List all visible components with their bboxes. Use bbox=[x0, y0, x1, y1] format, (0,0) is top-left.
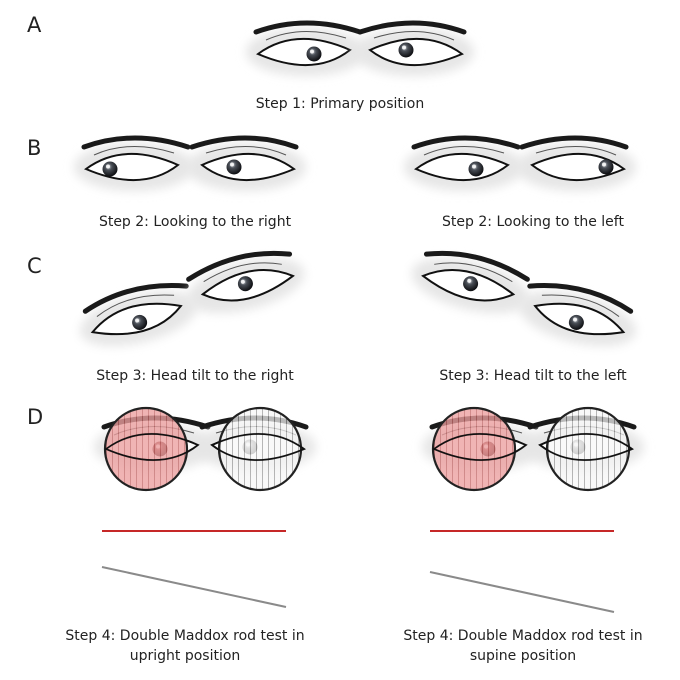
eye-right-of-patient bbox=[74, 135, 194, 191]
panel-letter-b: B bbox=[27, 136, 42, 160]
panel-letter-c: C bbox=[27, 254, 42, 278]
caption-step3-right: Step 3: Head tilt to the right bbox=[96, 368, 294, 384]
maddox-rod-white-lens bbox=[217, 406, 303, 492]
caption-step2-right: Step 2: Looking to the right bbox=[98, 214, 292, 230]
maddox-rod-supine bbox=[422, 406, 644, 492]
eye-left-of-patient bbox=[354, 20, 474, 76]
eye-left-of-patient bbox=[518, 283, 636, 346]
eye-right-of-patient bbox=[411, 250, 530, 314]
eye-pair-head-tilt-right bbox=[80, 250, 305, 346]
caption-step1: Step 1: Primary position bbox=[255, 96, 425, 112]
maddox-rod-red-lens bbox=[103, 406, 189, 492]
maddox-rod-white-lens bbox=[545, 406, 631, 492]
caption-step4-supine-line1: Step 4: Double Maddox rod test in bbox=[403, 628, 643, 644]
eye-pair-head-tilt-left bbox=[411, 250, 636, 346]
maddox-rod-red-lens bbox=[431, 406, 517, 492]
eye-pair-primary bbox=[246, 20, 474, 76]
eye-right-of-patient bbox=[404, 135, 524, 191]
eye-right-of-patient bbox=[246, 20, 366, 76]
eye-left-of-patient bbox=[186, 135, 306, 191]
eye-left-of-patient bbox=[516, 135, 636, 191]
caption-step4-upright-line2: upright position bbox=[129, 648, 241, 664]
eye-right-of-patient bbox=[80, 283, 198, 346]
maddox-rod-upright bbox=[94, 406, 316, 492]
eye-pair-looking-left bbox=[404, 135, 636, 191]
eye-left-of-patient bbox=[186, 250, 305, 314]
panel-letter-d: D bbox=[27, 405, 44, 429]
panel-letter-a: A bbox=[27, 13, 42, 37]
caption-step3-left: Step 3: Head tilt to the left bbox=[439, 368, 627, 384]
caption-step4-upright-line1: Step 4: Double Maddox rod test in bbox=[65, 628, 305, 644]
caption-step4-supine-line2: supine position bbox=[469, 648, 577, 664]
white-line-upright bbox=[101, 566, 287, 608]
white-line-supine bbox=[429, 571, 615, 613]
eye-pair-looking-right bbox=[74, 135, 306, 191]
caption-step2-left: Step 2: Looking to the left bbox=[442, 214, 624, 230]
